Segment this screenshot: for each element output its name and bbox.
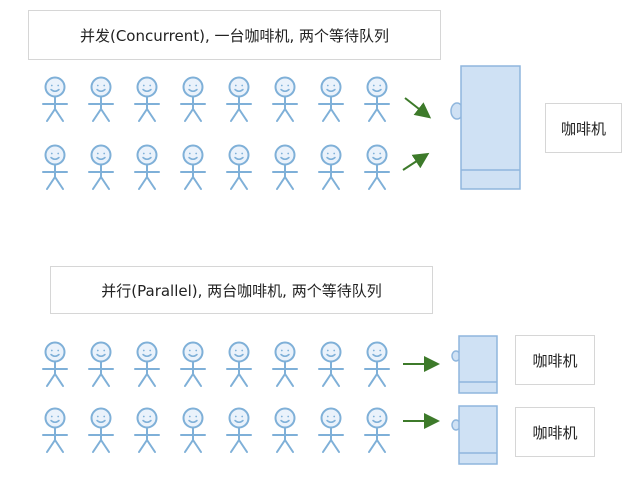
person-icon (42, 76, 68, 122)
person-icon (134, 76, 160, 122)
parallel-machine-label-1: 咖啡机 (515, 335, 595, 385)
person-icon (88, 76, 114, 122)
person-icon (364, 341, 390, 387)
person-icon (42, 144, 68, 190)
person-icon (364, 76, 390, 122)
person-icon (318, 341, 344, 387)
person-icon (318, 144, 344, 190)
person-icon (364, 407, 390, 453)
parallel-machine-label-2: 咖啡机 (515, 407, 595, 457)
person-icon (134, 341, 160, 387)
parallel-queue-1 (42, 341, 390, 387)
person-icon (180, 407, 206, 453)
person-icon (272, 144, 298, 190)
person-icon (318, 407, 344, 453)
person-icon (226, 144, 252, 190)
parallel-coffee-machine-1 (451, 335, 498, 394)
concurrent-machine-label: 咖啡机 (545, 103, 622, 153)
concurrent-queue-2 (42, 144, 390, 190)
person-icon (272, 76, 298, 122)
concurrent-arrow-bottom (402, 152, 430, 171)
person-icon (42, 341, 68, 387)
person-icon (272, 341, 298, 387)
concurrent-queue-1 (42, 76, 390, 122)
concurrent-title: 并发(Concurrent), 一台咖啡机, 两个等待队列 (28, 10, 441, 60)
person-icon (42, 407, 68, 453)
person-icon (226, 341, 252, 387)
person-icon (88, 407, 114, 453)
people-layer (42, 76, 390, 453)
person-icon (88, 341, 114, 387)
parallel-title: 并行(Parallel), 两台咖啡机, 两个等待队列 (50, 266, 433, 314)
person-icon (88, 144, 114, 190)
person-icon (226, 76, 252, 122)
person-icon (226, 407, 252, 453)
person-icon (134, 407, 160, 453)
parallel-queue-2 (42, 407, 390, 453)
person-icon (134, 144, 160, 190)
concurrent-arrow-top (404, 97, 432, 119)
person-icon (272, 407, 298, 453)
person-icon (318, 76, 344, 122)
person-icon (364, 144, 390, 190)
parallel-coffee-machine-2 (451, 405, 498, 465)
person-icon (180, 76, 206, 122)
person-icon (180, 144, 206, 190)
person-icon (180, 341, 206, 387)
concurrent-coffee-machine (450, 65, 521, 190)
